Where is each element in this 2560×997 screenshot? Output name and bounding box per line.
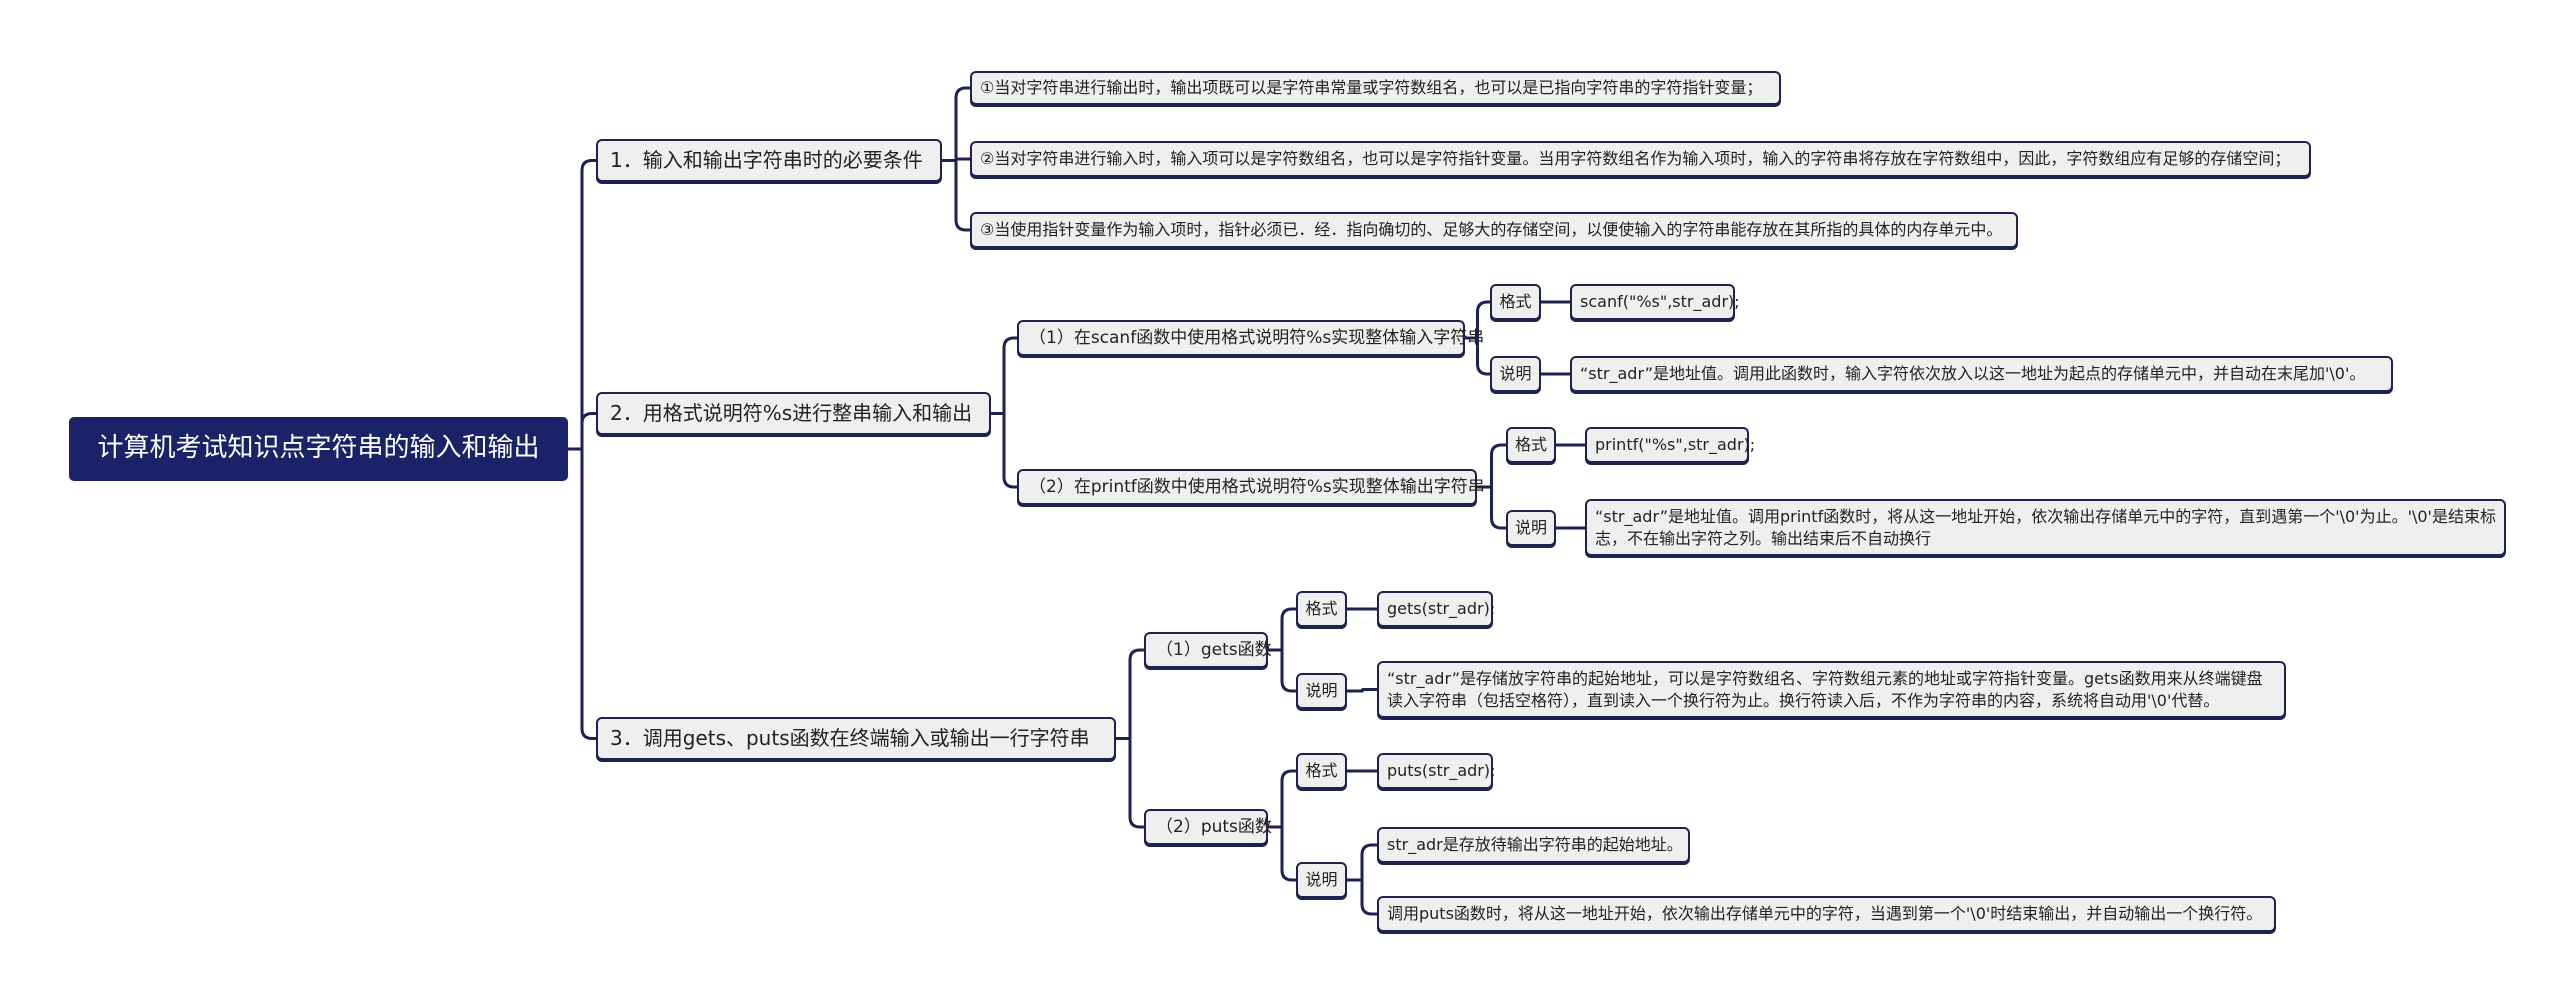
connector-line	[942, 159, 970, 232]
sub-printf[interactable]: （2）在printf函数中使用格式说明符%s实现整体输出字符串	[1017, 469, 1485, 505]
gets-format[interactable]: gets(str_adr);	[1377, 591, 1495, 627]
branch-format-specifier[interactable]: 2．用格式说明符%s进行整串输入和输出	[596, 392, 991, 435]
scanf-note[interactable]: “str_adr”是地址值。调用此函数时，输入字符依次放入以这一地址为起点的存储…	[1570, 356, 2393, 392]
connector-line	[568, 412, 596, 451]
leaf-requirement-3[interactable]: ③当使用指针变量作为输入项时，指针必须已．经．指向确切的、足够大的存储空间，以便…	[970, 212, 2018, 248]
format-label[interactable]: 格式	[1490, 284, 1541, 320]
connector-line	[1347, 878, 1377, 916]
connector-line	[991, 336, 1017, 415]
connector-line	[1116, 648, 1144, 740]
sub-gets[interactable]: （1）gets函数	[1144, 632, 1272, 668]
connector-line	[1477, 443, 1506, 489]
note-label[interactable]: 说明	[1296, 862, 1347, 898]
sub-scanf[interactable]: （1）在scanf函数中使用格式说明符%s实现整体输入字符串	[1017, 320, 1484, 356]
leaf-requirement-2[interactable]: ②当对字符串进行输入时，输入项可以是字符数组名，也可以是字符指针变量。当用字符数…	[970, 141, 2311, 177]
gets-note[interactable]: “str_adr”是存储放字符串的起始地址，可以是字符数组名、字符数组元素的地址…	[1377, 661, 2286, 718]
format-label[interactable]: 格式	[1296, 591, 1347, 627]
connector-line	[1268, 769, 1296, 829]
root-topic[interactable]: 计算机考试知识点字符串的输入和输出	[69, 417, 568, 481]
puts-note-2[interactable]: 调用puts函数时，将从这一地址开始，依次输出存储单元中的字符，当遇到第一个'\…	[1377, 896, 2276, 932]
branch-gets-puts[interactable]: 3．调用gets、puts函数在终端输入或输出一行字符串	[596, 717, 1116, 760]
branch-requirements[interactable]: 1．输入和输出字符串时的必要条件	[596, 139, 942, 182]
connector-line	[991, 412, 1017, 489]
note-label[interactable]: 说明	[1490, 356, 1541, 392]
leaf-requirement-1[interactable]: ①当对字符串进行输出时，输出项既可以是字符串常量或字符数组名，也可以是已指向字符…	[970, 71, 1781, 105]
connector-line	[1477, 485, 1506, 530]
connector-line	[1347, 843, 1377, 882]
puts-format[interactable]: puts(str_adr);	[1377, 753, 1496, 789]
connector-line	[942, 86, 970, 162]
connector-line	[568, 447, 596, 740]
connector-line	[1268, 648, 1296, 693]
connector-line	[1465, 336, 1490, 376]
note-label[interactable]: 说明	[1506, 510, 1556, 546]
sub-puts[interactable]: （2）puts函数	[1144, 809, 1272, 845]
printf-note[interactable]: “str_adr”是地址值。调用printf函数时，将从这一地址开始，依次输出存…	[1585, 499, 2506, 556]
connector-line	[1268, 825, 1296, 882]
connector-line	[1268, 607, 1296, 652]
format-label[interactable]: 格式	[1506, 427, 1556, 463]
connector-line	[1465, 300, 1490, 340]
note-label[interactable]: 说明	[1296, 673, 1347, 709]
connector-line	[568, 159, 596, 451]
puts-note-1[interactable]: str_adr是存放待输出字符串的起始地址。	[1377, 827, 1690, 863]
scanf-format[interactable]: scanf("%s",str_adr);	[1570, 284, 1740, 320]
connector-line	[1116, 737, 1144, 829]
format-label[interactable]: 格式	[1296, 753, 1347, 789]
printf-format[interactable]: printf("%s",str_adr);	[1585, 427, 1755, 463]
connector-line	[1347, 688, 1377, 693]
